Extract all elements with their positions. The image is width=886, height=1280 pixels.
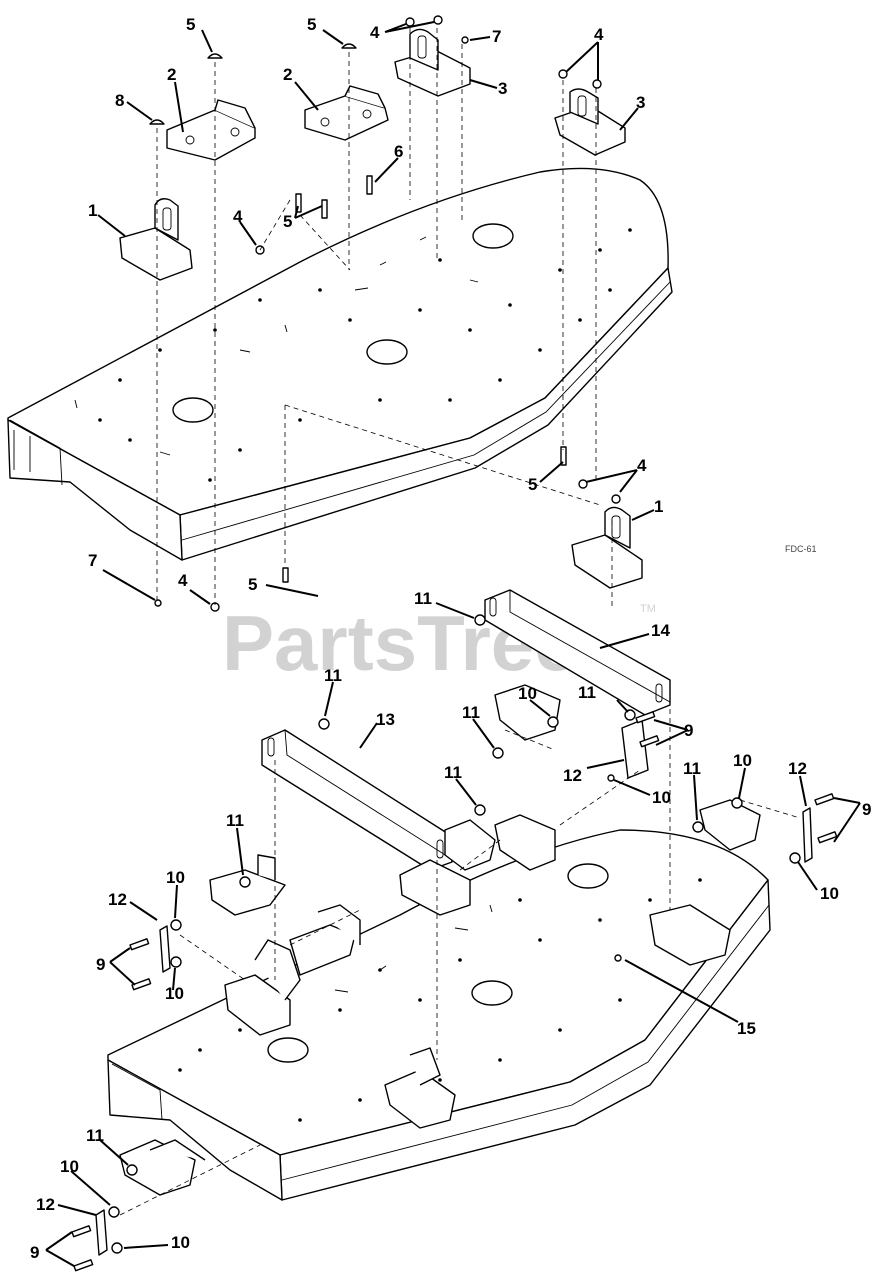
callout-label: 2: [283, 65, 292, 84]
callout-label: 6: [394, 142, 403, 161]
callout-label: 10: [165, 984, 184, 1003]
callout-label: 11: [444, 763, 462, 782]
callout-label: 12: [36, 1195, 55, 1214]
upper-spindle-openings: [172, 223, 514, 423]
callout-label: 10: [171, 1233, 190, 1252]
callout-label: 5: [307, 15, 316, 34]
callout-label: 11: [86, 1126, 104, 1145]
callout-label: 11: [324, 666, 342, 685]
callout-label: 12: [788, 759, 807, 778]
callout-label: 1: [88, 201, 97, 220]
callout-leaders: [45, 21, 861, 1267]
callout-label: 4: [370, 23, 380, 42]
callout-label: 8: [115, 91, 124, 110]
lower-fasteners: [71, 614, 838, 1272]
callout-label: 1: [654, 497, 663, 516]
callout-label: 5: [283, 212, 292, 231]
callout-label: 7: [88, 551, 97, 570]
callout-label: 10: [820, 884, 839, 903]
lower-mower-deck: [107, 829, 771, 1201]
callout-label: 10: [652, 788, 671, 807]
figure-code: FDC-61: [785, 544, 817, 554]
callout-label: 9: [30, 1243, 39, 1262]
callout-label: 11: [462, 703, 480, 722]
callout-label: 5: [248, 575, 257, 594]
callout-label: 7: [492, 27, 501, 46]
callout-label: 10: [518, 684, 537, 703]
callout-label: 9: [862, 800, 871, 819]
callout-label: 11: [578, 683, 596, 702]
callout-label: 9: [96, 955, 105, 974]
bracket-1-right: [571, 506, 643, 589]
bracket-2-right: [304, 85, 389, 141]
lower-hanger-brackets: [119, 684, 761, 1196]
lower-spindle-openings: [267, 863, 609, 1063]
callout-label: 4: [637, 456, 647, 475]
part-13-arm: [261, 729, 453, 871]
callout-label: 14: [651, 621, 670, 640]
bracket-2-left: [166, 99, 256, 161]
upper-mower-deck: [7, 167, 673, 561]
upper-alignment-lines: [156, 28, 613, 610]
callout-label: 10: [733, 751, 752, 770]
lower-alignment-lines: [119, 700, 801, 1216]
callout-label: 5: [528, 475, 537, 494]
callout-label: 2: [167, 65, 176, 84]
bracket-3-right: [554, 88, 626, 156]
callout-labels: 5 5 4 7 4 2 2 3 8 3 6 1 4 5 5 4 1 7 4 5 …: [30, 15, 871, 1262]
callout-label: 12: [563, 766, 582, 785]
callout-label: 11: [226, 811, 244, 830]
callout-label: 4: [178, 571, 188, 590]
callout-label: 13: [376, 710, 395, 729]
callout-label: 4: [594, 25, 604, 44]
callout-label: 9: [684, 721, 693, 740]
callout-label: 11: [683, 759, 701, 778]
callout-label: 15: [737, 1019, 756, 1038]
callout-label: 11: [414, 589, 432, 608]
callout-label: 10: [166, 868, 185, 887]
callout-label: 3: [498, 79, 507, 98]
bracket-3-top: [394, 28, 471, 97]
callout-label: 10: [60, 1157, 79, 1176]
callout-label: 4: [233, 207, 243, 226]
callout-label: 5: [186, 15, 195, 34]
callout-label: 3: [636, 93, 645, 112]
watermark-trademark: TM: [640, 603, 656, 615]
callout-label: 12: [108, 890, 127, 909]
bracket-1-left: [119, 198, 193, 281]
